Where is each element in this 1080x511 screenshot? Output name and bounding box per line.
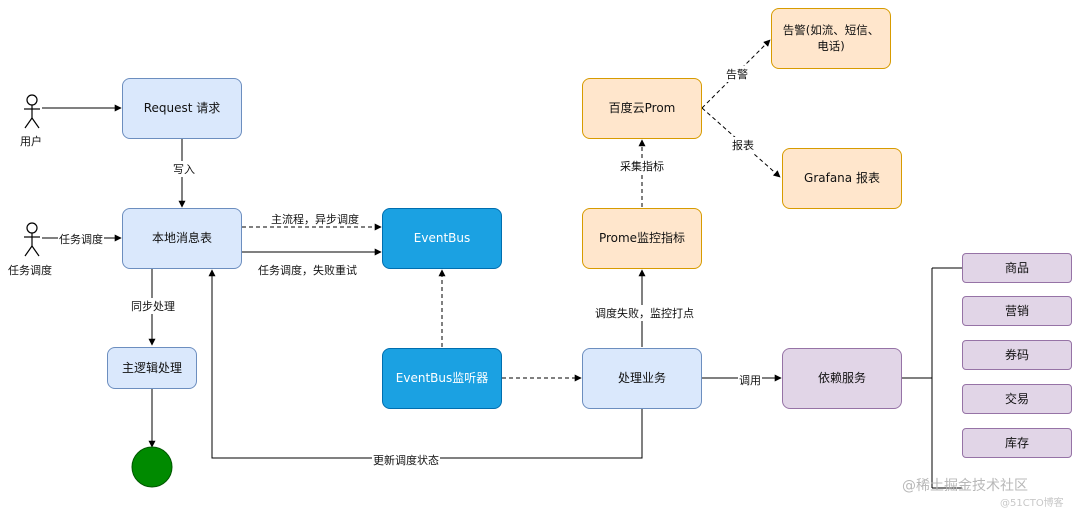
scheduler-actor-icon (24, 222, 40, 257)
service-inventory-node: 库存 (962, 428, 1072, 458)
request-node: Request 请求 (122, 78, 242, 139)
watermark-51cto: @51CTO博客 (1000, 498, 1064, 509)
eventbus-node: EventBus (382, 208, 502, 269)
dependency-bracket (902, 267, 962, 489)
edge-label-main-flow: 主流程，异步调度 (271, 213, 359, 226)
dependency-service-node: 依赖服务 (782, 348, 902, 409)
service-goods-node: 商品 (962, 253, 1072, 283)
edge-label-write: 写入 (172, 161, 196, 177)
grafana-node: Grafana 报表 (782, 148, 902, 209)
alert-node: 告警(如流、短信、电话) (771, 8, 891, 69)
eventbus-listener-node: EventBus监听器 (382, 348, 502, 409)
prome-metrics-node: Prome监控指标 (582, 208, 702, 269)
edge-label-collect: 采集指标 (619, 158, 665, 174)
edge-label-retry: 任务调度，失败重试 (258, 264, 357, 277)
service-coupon-node: 券码 (962, 340, 1072, 370)
user-label: 用户 (20, 135, 42, 148)
edge-label-invoke: 调用 (738, 372, 762, 388)
edge-label-schedule-fail: 调度失败，监控打点 (594, 305, 695, 321)
user-actor-icon (24, 94, 40, 129)
edge-label-alert: 告警 (725, 66, 749, 82)
edge-baidu-alert (701, 39, 771, 109)
service-trade-node: 交易 (962, 384, 1072, 414)
baidu-prom-node: 百度云Prom (582, 78, 702, 139)
service-marketing-node: 营销 (962, 296, 1072, 326)
end-node (131, 446, 173, 488)
edge-label-update-status: 更新调度状态 (372, 452, 440, 468)
process-business-node: 处理业务 (582, 348, 702, 409)
local-message-table-node: 本地消息表 (122, 208, 242, 269)
edge-label-scheduler: 任务调度 (58, 231, 104, 247)
scheduler-label: 任务调度 (8, 264, 52, 277)
edge-label-report: 报表 (731, 137, 755, 153)
main-logic-node: 主逻辑处理 (107, 347, 197, 389)
watermark-juejin: @稀土掘金技术社区 (902, 478, 1028, 494)
edge-label-sync: 同步处理 (130, 298, 176, 314)
